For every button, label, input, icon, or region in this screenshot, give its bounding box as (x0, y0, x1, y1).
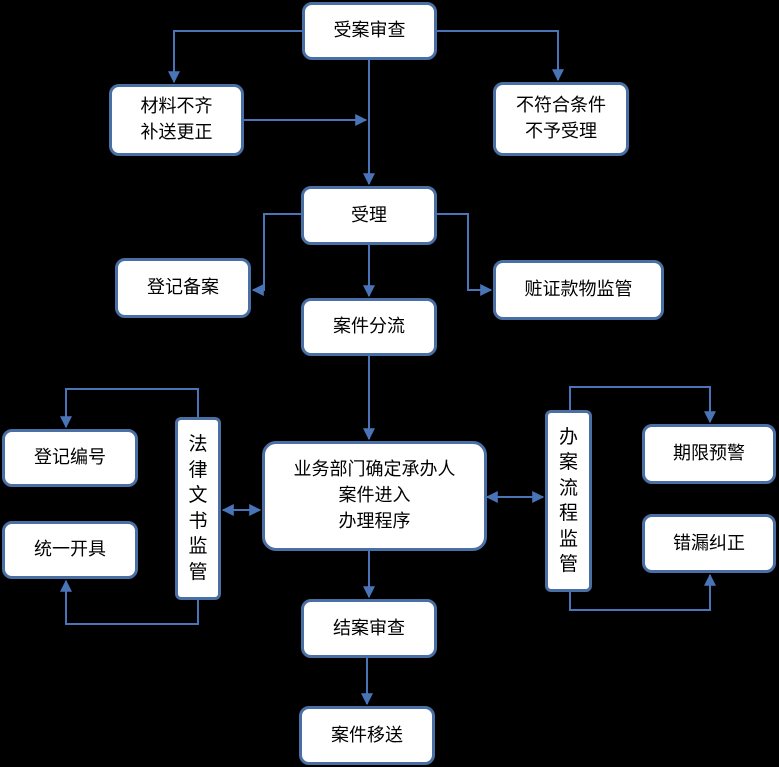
connector-review-to-noteligible (437, 30, 564, 82)
connector-accept-to-register (251, 213, 301, 296)
materials-incomplete-line-2: 补送更正 (140, 122, 213, 143)
process-supervision-label: 办案流程监管 (558, 425, 578, 576)
register-record-label: 登记备案 (147, 277, 219, 298)
case-diversion-box: 案件分流 (301, 298, 437, 356)
deadline-warning-box: 期限预警 (642, 424, 776, 484)
connector-accept-to-seized (437, 213, 493, 296)
connector-review-to-materials (168, 30, 302, 84)
materials-incomplete-line-1: 材料不齐 (140, 96, 213, 117)
accept-label: 受理 (351, 204, 387, 226)
register-number-box: 登记编号 (2, 429, 138, 487)
case-diversion-label: 案件分流 (333, 316, 405, 337)
accept-review-box: 受案审查 (302, 2, 437, 60)
connector-legaldoc-to-regnumber (60, 388, 199, 429)
connector-process-to-error (569, 573, 716, 611)
process-supervision-box: 办案流程监管 (545, 410, 592, 592)
case-transfer-box: 案件移送 (299, 706, 435, 765)
register-number-label: 登记编号 (34, 447, 106, 468)
closing-review-label: 结案审查 (333, 617, 405, 639)
not-eligible-line-2: 不予受理 (525, 121, 597, 142)
register-record-box: 登记备案 (115, 258, 251, 318)
closing-review-box: 结案审查 (301, 599, 437, 658)
assign-handler-line-1: 业务部门确定承办人 (293, 459, 456, 480)
error-correction-label: 错漏纠正 (673, 532, 745, 554)
not-eligible-line-1: 不符合条件 (516, 95, 606, 116)
unified-issue-box: 统一开具 (2, 521, 138, 579)
error-correction-box: 错漏纠正 (642, 514, 776, 573)
assign-handler-box: 业务部门确定承办人 案件进入 办理程序 (262, 441, 487, 551)
legal-doc-supervision-label: 法律文书监管 (188, 433, 208, 583)
assign-handler-line-3: 办理程序 (338, 511, 411, 532)
seized-property-box: 赃证款物监管 (493, 260, 664, 320)
connector-process-to-deadline (569, 386, 716, 424)
connector-legaldoc-to-unified (60, 579, 199, 625)
not-eligible-box: 不符合条件 不予受理 (493, 82, 629, 156)
assign-handler-line-2: 案件进入 (338, 485, 411, 506)
accept-box: 受理 (301, 186, 437, 245)
materials-incomplete-box: 材料不齐 补送更正 (109, 84, 244, 156)
unified-issue-label: 统一开具 (34, 539, 106, 560)
accept-review-label: 受案审查 (333, 20, 406, 41)
deadline-warning-label: 期限预警 (673, 443, 745, 464)
seized-property-label: 赃证款物监管 (524, 279, 633, 300)
case-transfer-label: 案件移送 (331, 724, 403, 746)
legal-doc-supervision-box: 法律文书监管 (175, 417, 221, 600)
